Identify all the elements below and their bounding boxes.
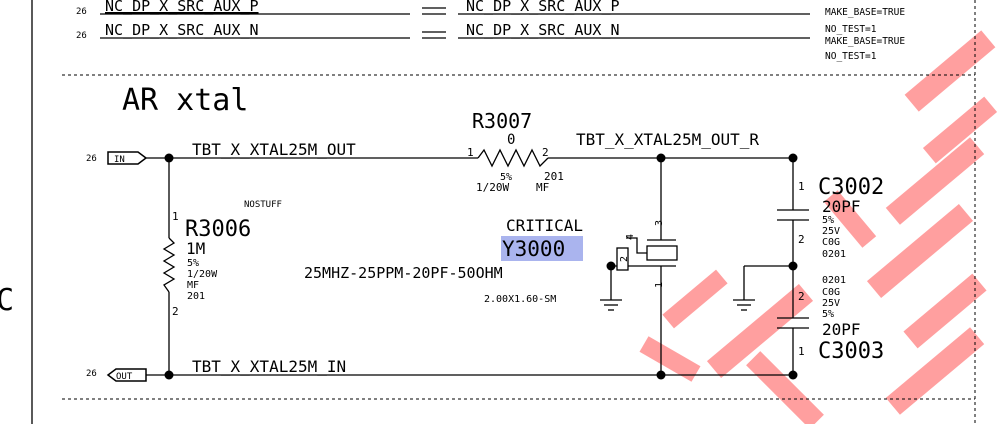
dielectric: C0G xyxy=(822,287,840,298)
voltage: 25V xyxy=(822,226,840,237)
pin-number: 2 xyxy=(542,146,549,159)
ground-symbol-caps xyxy=(733,299,755,311)
pin-number: 3 xyxy=(654,220,665,226)
watermark xyxy=(639,30,998,424)
power: 1/20W xyxy=(187,269,218,280)
pin-number: 2 xyxy=(619,256,630,262)
power: 1/20W xyxy=(476,181,509,194)
port-pin: 26 xyxy=(86,369,97,379)
value: 20PF xyxy=(822,320,861,339)
size: 201 xyxy=(187,291,205,302)
pin-number: 1 xyxy=(172,210,179,223)
port-label: OUT xyxy=(116,372,133,382)
pin-number: 1 xyxy=(467,146,474,159)
top-net-row-n: 26 NC_DP_X_SRC_AUX_N NC_DP_X_SRC_AUX_N xyxy=(76,21,810,41)
net-pin: 26 xyxy=(76,31,87,41)
pin-number: 2 xyxy=(798,233,805,246)
port-label: IN xyxy=(114,155,125,165)
net-label: NC_DP_X_SRC_AUX_P xyxy=(105,0,259,15)
ref-designator: C3002 xyxy=(818,175,884,200)
resistor-r3007[interactable]: R3007 0 1 2 5% 1/20W MF 201 xyxy=(467,109,564,194)
voltage: 25V xyxy=(822,298,840,309)
pin-number: 2 xyxy=(798,290,805,303)
capacitor-c3003[interactable]: 0201 C0G 2 25V 5% 20PF 1 C3003 xyxy=(777,275,884,364)
section-title: AR xtal xyxy=(122,83,248,118)
dielectric: C0G xyxy=(822,237,840,248)
ref-designator: Y3000 xyxy=(502,237,565,261)
net-label: NC_DP_X_SRC_AUX_N xyxy=(105,21,259,39)
selection-highlight xyxy=(501,236,583,261)
port-out[interactable]: 26 OUT xyxy=(86,368,147,382)
description: 25MHZ-25PPM-20PF-50OHM xyxy=(304,264,503,282)
critical-flag: CRITICAL xyxy=(506,216,583,235)
size: 201 xyxy=(544,170,564,183)
tolerance: 5% xyxy=(500,172,512,183)
crystal-y3000[interactable]: CRITICAL Y3000 25MHZ-25PPM-20PF-50OHM 2.… xyxy=(304,216,678,305)
size: 0201 xyxy=(822,275,846,286)
tolerance: 5% xyxy=(187,258,199,269)
tolerance: 5% xyxy=(822,215,834,226)
net-label: NC_DP_X_SRC_AUX_N xyxy=(466,21,620,39)
svg-text:MAKE_BASE=TRUE: MAKE_BASE=TRUE xyxy=(825,36,905,47)
ref-designator: R3007 xyxy=(472,109,532,133)
tolerance: 5% xyxy=(822,309,834,320)
wires xyxy=(146,157,794,376)
net-label-xtal-in: TBT_X_XTAL25M_IN xyxy=(192,357,346,376)
value: 1M xyxy=(186,239,205,258)
port-in[interactable]: 26 IN xyxy=(86,151,148,165)
type: MF xyxy=(187,280,199,291)
value: 0 xyxy=(507,132,515,148)
svg-text:NO_TEST=1: NO_TEST=1 xyxy=(825,24,877,35)
junction-dots xyxy=(164,153,798,380)
pin-number: 1 xyxy=(798,345,805,358)
ref-designator: C3003 xyxy=(818,339,884,364)
capacitor-c3002[interactable]: 1 C3002 20PF 5% 25V 2 C0G 0201 xyxy=(777,175,884,260)
top-net-properties: MAKE_BASE=TRUE NO_TEST=1 MAKE_BASE=TRUE … xyxy=(825,7,905,62)
pin-number: 4 xyxy=(625,234,636,240)
package: 2.00X1.60-SM xyxy=(484,294,556,305)
net-label-xtal-out: TBT_X_XTAL25M_OUT xyxy=(192,140,356,159)
pin-number: 2 xyxy=(172,305,179,318)
top-net-row-p: 26 NC_DP_X_SRC_AUX_P NC_DP_X_SRC_AUX_P xyxy=(76,0,810,17)
resistor-r3006[interactable]: NOSTUFF 1 R3006 1M 5% 1/20W MF 201 2 xyxy=(162,200,282,318)
ground-symbol-crystal xyxy=(600,299,622,311)
pin-number: 1 xyxy=(654,282,665,288)
svg-text:NO_TEST=1: NO_TEST=1 xyxy=(825,51,877,62)
nostuff-flag: NOSTUFF xyxy=(244,200,282,210)
size: 0201 xyxy=(822,249,846,260)
svg-text:MAKE_BASE=TRUE: MAKE_BASE=TRUE xyxy=(825,7,905,18)
port-pin: 26 xyxy=(86,154,97,164)
edge-letter: C xyxy=(0,283,14,318)
pin-number: 1 xyxy=(798,180,805,193)
ref-designator: R3006 xyxy=(185,217,251,242)
net-pin: 26 xyxy=(76,7,87,17)
net-label-xtal-out-r: TBT_X_XTAL25M_OUT_R xyxy=(576,130,759,149)
net-label: NC_DP_X_SRC_AUX_P xyxy=(466,0,620,15)
value: 20PF xyxy=(822,197,861,216)
type: MF xyxy=(536,181,549,194)
